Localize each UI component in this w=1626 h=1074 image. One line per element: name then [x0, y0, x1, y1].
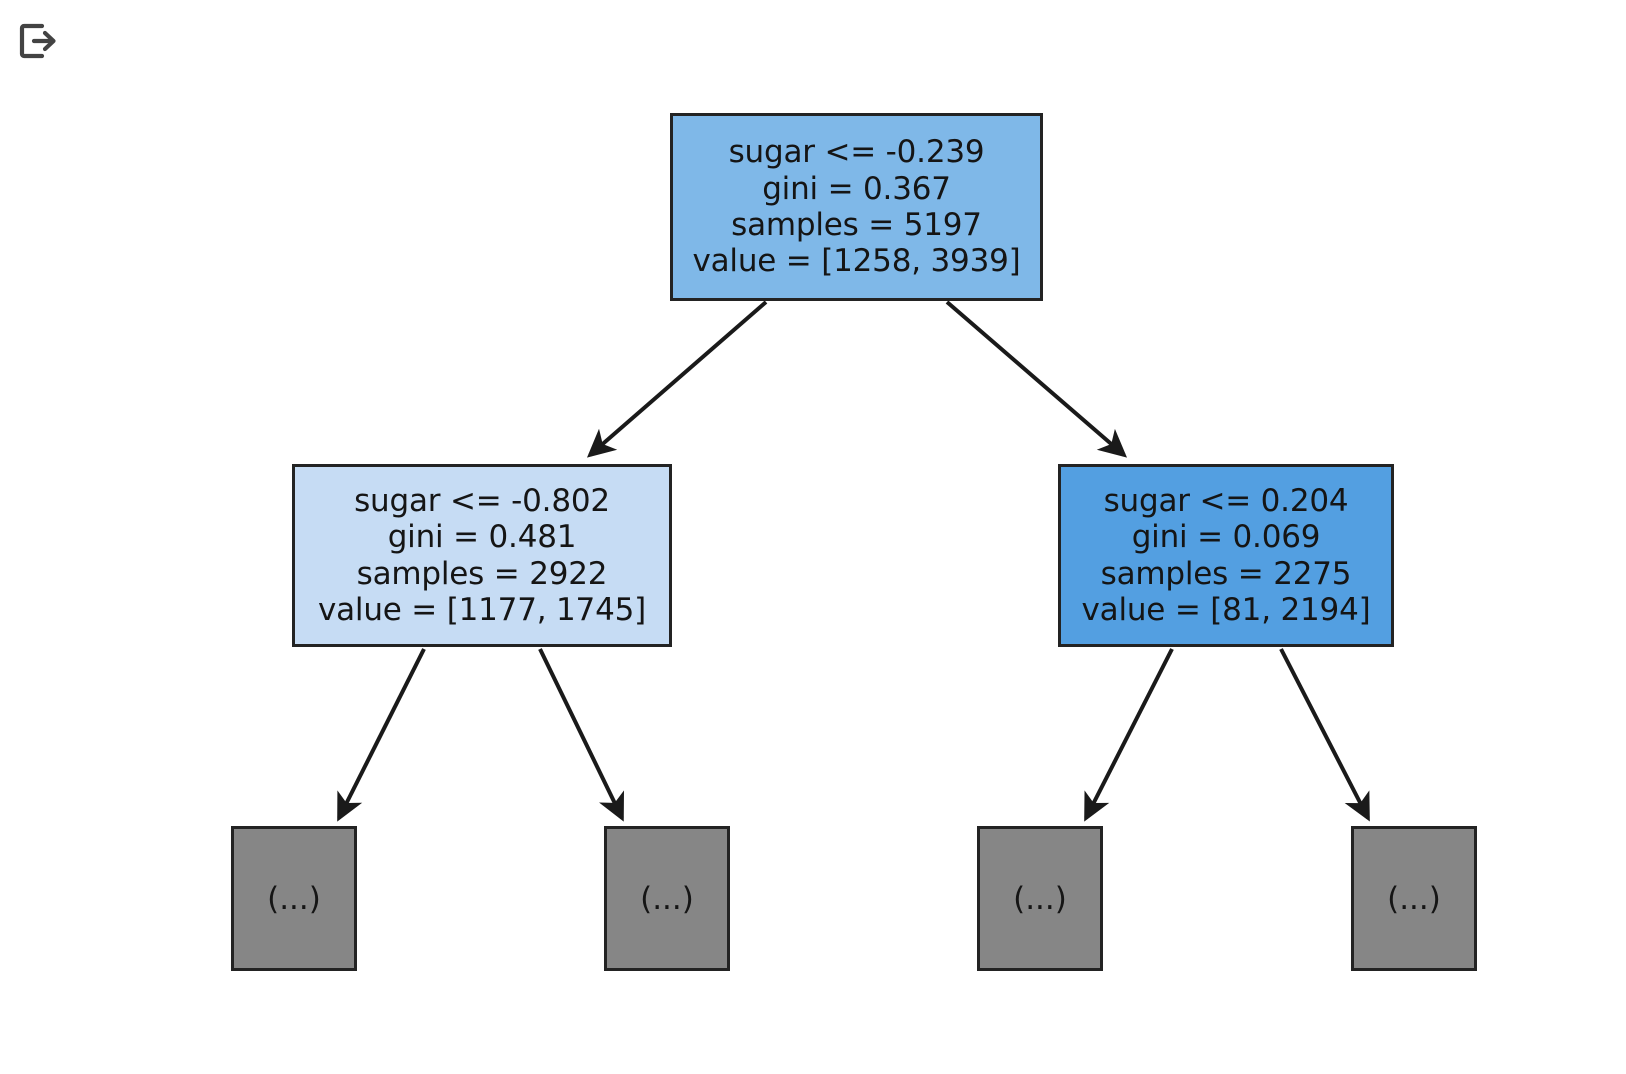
edge-root-to-right: [945, 300, 1128, 458]
node-condition: sugar <= -0.239: [728, 134, 985, 171]
node-value: value = [1258, 3939]: [692, 243, 1021, 280]
node-samples: samples = 5197: [731, 207, 982, 243]
export-icon[interactable]: [14, 18, 60, 64]
tree-node-left-child[interactable]: sugar <= -0.802 gini = 0.481 samples = 2…: [292, 464, 672, 647]
tree-node-root[interactable]: sugar <= -0.239 gini = 0.367 samples = 5…: [670, 113, 1043, 301]
leaf-label: (...): [1013, 880, 1067, 917]
node-samples: samples = 2922: [356, 555, 608, 592]
node-condition: sugar <= 0.204: [1103, 482, 1349, 519]
edge-right-to-leaf4: [1279, 648, 1370, 822]
tree-leaf-truncated[interactable]: (...): [977, 826, 1103, 971]
leaf-label: (...): [1387, 880, 1441, 917]
node-gini: gini = 0.069: [1131, 519, 1321, 556]
edge-left-to-leaf2: [538, 648, 624, 822]
edge-right-to-leaf3: [1084, 648, 1174, 822]
edge-root-to-left: [586, 300, 768, 458]
node-value: value = [81, 2194]: [1081, 591, 1371, 628]
tree-node-right-child[interactable]: sugar <= 0.204 gini = 0.069 samples = 22…: [1058, 464, 1394, 647]
leaf-label: (...): [267, 880, 321, 917]
tree-leaf-truncated[interactable]: (...): [231, 826, 357, 971]
node-samples: samples = 2275: [1100, 555, 1352, 592]
node-gini: gini = 0.367: [762, 170, 951, 207]
node-value: value = [1177, 1745]: [317, 591, 647, 628]
tree-leaf-truncated[interactable]: (...): [604, 826, 730, 971]
node-condition: sugar <= -0.802: [354, 482, 610, 519]
node-gini: gini = 0.481: [387, 519, 577, 556]
leaf-label: (...): [640, 880, 694, 917]
edge-left-to-leaf1: [337, 648, 426, 822]
tree-leaf-truncated[interactable]: (...): [1351, 826, 1477, 971]
